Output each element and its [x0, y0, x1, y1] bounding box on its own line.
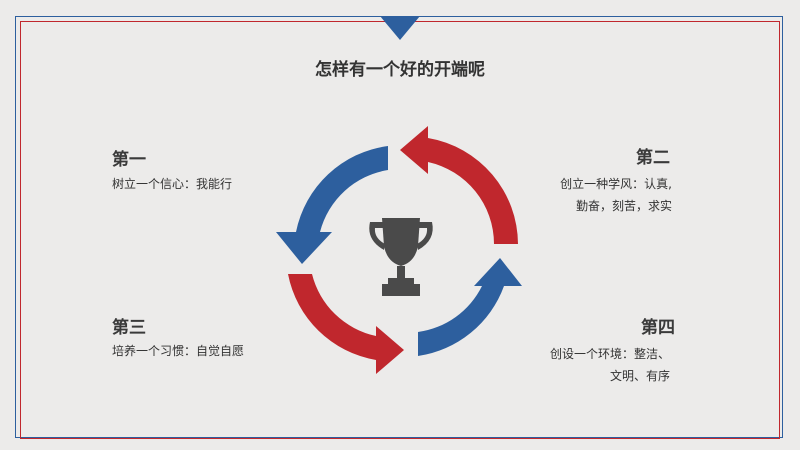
item-1-heading: 第一	[112, 150, 146, 170]
cycle-diagram	[276, 126, 522, 374]
cycle-arrow-red-top	[400, 126, 518, 244]
item-2-desc-line-2: 勤奋，刻苦，求实	[575, 199, 672, 213]
item-4-desc-line-2: 文明、有序	[609, 369, 670, 383]
item-4-heading: 第四	[641, 318, 675, 338]
top-triangle-marker	[380, 16, 420, 40]
item-2-heading: 第二	[636, 148, 670, 168]
cycle-arrow-blue-left	[276, 146, 388, 264]
page-title: 怎样有一个好的开端呢	[315, 60, 485, 80]
item-3-heading: 第三	[112, 318, 146, 338]
cycle-arrow-blue-right	[418, 258, 522, 356]
item-1-desc: 树立一个信心：我能行	[112, 173, 232, 195]
cycle-arrow-red-bottom	[288, 274, 404, 374]
item-2-desc-line-1: 创立一种学风：认真,	[560, 177, 672, 191]
trophy-icon	[369, 218, 433, 296]
item-3-desc: 培养一个习惯：自觉自愿	[112, 340, 244, 362]
item-4-desc: 创设一个环境：整洁、 文明、有序	[550, 343, 670, 387]
item-2-desc: 创立一种学风：认真, 勤奋，刻苦，求实	[560, 173, 672, 217]
item-4-desc-line-1: 创设一个环境：整洁、	[549, 347, 670, 361]
item-3-desc-line-1: 培养一个习惯：自觉自愿	[112, 344, 245, 358]
item-1-desc-line-1: 树立一个信心：我能行	[112, 177, 233, 191]
